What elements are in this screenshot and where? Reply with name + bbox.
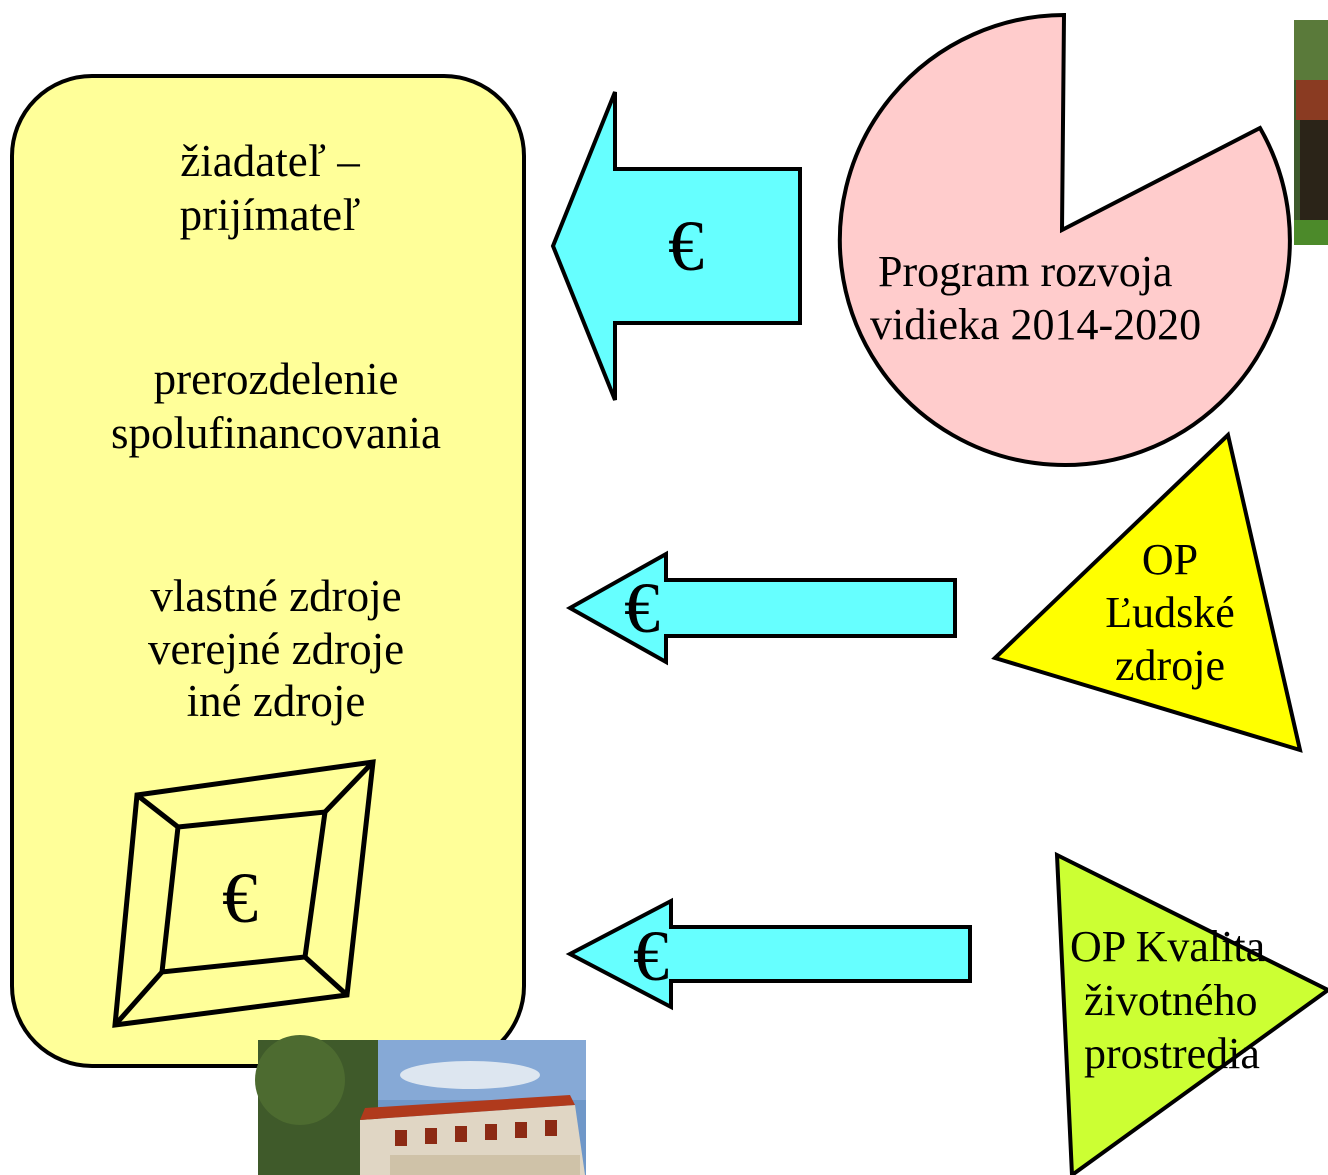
- op-ludske-zdroje-triangle: [991, 431, 1303, 753]
- sources-line-1: vlastné zdroje: [150, 571, 402, 621]
- redistribution-text: prerozdelenie spolufinancovania: [56, 352, 496, 460]
- op-ludske-zdroje-line-2: Ľudské: [1105, 587, 1235, 637]
- program-pie-shape: [837, 12, 1292, 467]
- op-ludske-zdroje-line-3: zdroje: [1115, 640, 1225, 690]
- program-pie-label-line-1: Program rozvoja: [878, 247, 1173, 296]
- op-kvalita-triangle: [1054, 851, 1328, 1175]
- recipient-title: žiadateľ – prijímateľ: [70, 134, 470, 242]
- program-pie-label-line-2: vidieka 2014-2020: [870, 299, 1202, 349]
- arrow-1-euro-symbol: €: [668, 206, 704, 286]
- arrow-3-euro-symbol: €: [633, 916, 669, 996]
- op-kvalita-line-1: OP Kvalita: [1070, 922, 1266, 971]
- top-right-partial-photo: [1294, 20, 1328, 245]
- safe-icon: [112, 759, 376, 1028]
- op-ludske-zdroje-label: OP Ľudské zdroje: [1070, 534, 1270, 692]
- funding-arrow-1: [550, 91, 802, 401]
- op-kvalita-line-2: životného: [1084, 975, 1258, 1025]
- op-kvalita-line-3: prostredia: [1084, 1029, 1260, 1079]
- village-building-photo: [255, 1035, 586, 1175]
- op-ludske-zdroje-line-1: OP: [1141, 535, 1199, 584]
- program-pie-label: Program rozvoja vidieka 2014-2020: [870, 246, 1270, 352]
- safe-euro-symbol: €: [222, 858, 258, 938]
- op-kvalita-label: OP Kvalita životného prostredia: [1070, 920, 1300, 1081]
- redistribution-line-1: prerozdelenie: [153, 354, 399, 404]
- recipient-title-line-2: prijímateľ: [179, 190, 361, 240]
- sources-text: vlastné zdroje verejné zdroje iné zdroje: [56, 570, 496, 728]
- sources-line-3: iné zdroje: [186, 676, 366, 727]
- sources-line-2: verejné zdroje: [147, 623, 405, 674]
- arrow-2-euro-symbol: €: [624, 568, 660, 648]
- redistribution-line-2: spolufinancovania: [111, 408, 441, 458]
- recipient-title-line-1: žiadateľ –: [180, 136, 360, 186]
- funding-arrow-2: [565, 550, 957, 666]
- funding-arrow-3: [565, 897, 972, 1011]
